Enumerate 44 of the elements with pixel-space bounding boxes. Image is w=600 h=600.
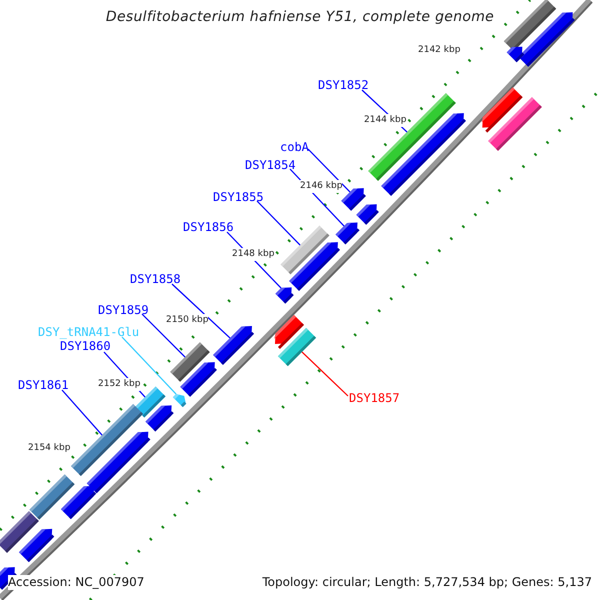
leader-line bbox=[62, 390, 102, 436]
gene-label: DSY1861 bbox=[18, 378, 69, 392]
accession-text: Accession: NC_007907 bbox=[8, 575, 144, 590]
gene-label: DSY1859 bbox=[98, 303, 149, 317]
directional-gene-block bbox=[336, 222, 360, 244]
scale-label: 2150 kbp bbox=[166, 314, 208, 327]
gene-label: DSY1856 bbox=[183, 220, 234, 234]
directional-gene-block bbox=[356, 204, 379, 225]
leader-line bbox=[302, 352, 348, 396]
directional-gene-block bbox=[180, 362, 217, 397]
directional-gene-block bbox=[289, 242, 340, 291]
scale-label: 2146 kbp bbox=[300, 180, 342, 193]
genome-stats-text: Topology: circular; Length: 5,727,534 bp; Genes: 5,137 bbox=[262, 575, 592, 590]
gene-label: DSY1860 bbox=[60, 339, 111, 353]
scale-label: 2154 kbp bbox=[28, 442, 70, 455]
scale-label: 2148 kbp bbox=[232, 248, 274, 261]
gene-label: DSY1858 bbox=[130, 272, 181, 286]
directional-gene-block bbox=[506, 46, 524, 62]
leader-line bbox=[172, 284, 230, 338]
directional-gene-block bbox=[274, 315, 304, 349]
scale-label: 2142 kbp bbox=[418, 44, 460, 57]
directional-gene-block bbox=[213, 326, 254, 365]
diagram-title: Desulfitobacterium hafniense Y51, complete genome bbox=[104, 8, 496, 26]
leader-line bbox=[308, 148, 350, 192]
directional-gene-block bbox=[145, 405, 174, 432]
leader-line bbox=[256, 200, 300, 246]
gene-label: cobA bbox=[280, 140, 309, 154]
directional-gene-block bbox=[518, 12, 575, 67]
gene-block bbox=[488, 97, 542, 151]
directional-gene-block bbox=[86, 432, 150, 494]
gene-label: DSY1852 bbox=[318, 78, 369, 92]
gene-label: DSY1857 bbox=[349, 391, 400, 405]
gene-label: DSY1854 bbox=[245, 158, 296, 172]
directional-gene-block bbox=[60, 486, 96, 520]
scale-label: 2152 kbp bbox=[98, 378, 140, 391]
directional-gene-block bbox=[275, 287, 294, 304]
directional-gene-block bbox=[18, 528, 54, 562]
directional-gene-block bbox=[172, 394, 186, 408]
leader-line bbox=[142, 314, 186, 358]
directional-gene-block bbox=[341, 188, 366, 211]
gene-label: DSY1855 bbox=[213, 190, 264, 204]
scale-label: 2144 kbp bbox=[364, 114, 406, 127]
leader-line bbox=[122, 336, 176, 394]
gene-label: DSY_tRNA41-Glu bbox=[38, 325, 140, 339]
